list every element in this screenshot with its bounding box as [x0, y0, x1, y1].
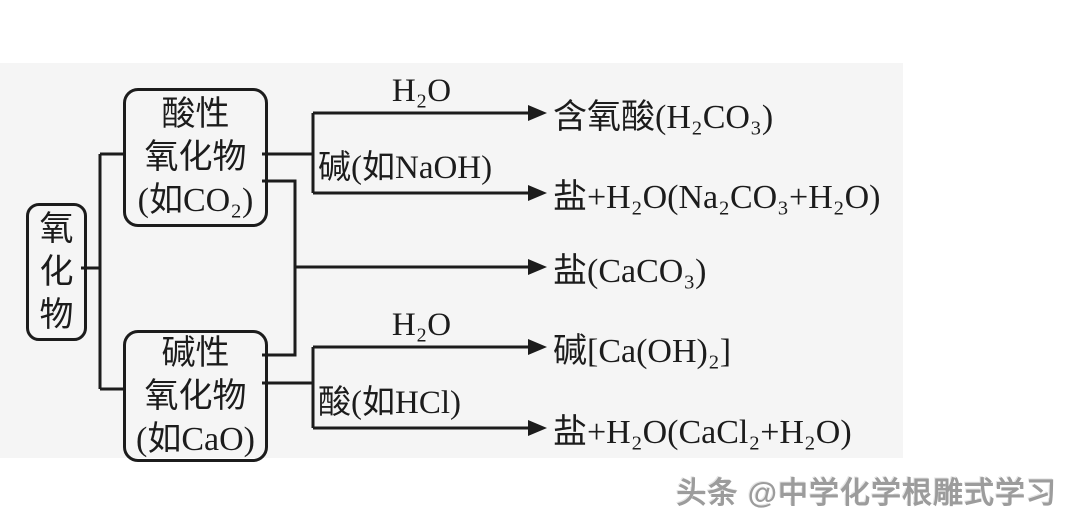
node-acidic-oxide-line: 酸性	[161, 96, 230, 133]
node-basic-oxide-line: 氧化物	[144, 377, 247, 415]
node-basic-oxide: 碱性 氧化物 (如CaO)	[123, 330, 268, 462]
reagent-label-naoh: 碱(如NaOH)	[318, 150, 493, 186]
arrowhead-icon	[528, 339, 547, 355]
diagram-panel	[0, 63, 903, 458]
node-acidic-oxide: 酸性 氧化物 (如CO₂)	[123, 88, 268, 227]
reagent-label-water-top: H₂O	[391, 73, 452, 109]
product-label-salt-caco3: 盐(CaCO₃)	[553, 252, 707, 290]
product-label-oxyacid: 含氧酸(H₂CO₃)	[553, 98, 774, 136]
arrowhead-icon	[528, 105, 547, 121]
product-label-salt-water-na2co3: 盐+H₂O(Na₂CO₃+H₂O)	[553, 178, 881, 216]
node-basic-oxide-line: 碱性	[161, 334, 230, 372]
node-oxide-char: 化	[39, 253, 74, 291]
reagent-label-water-bottom: H₂O	[391, 307, 452, 343]
arrowheads	[528, 105, 547, 436]
branch-lines	[81, 111, 530, 430]
node-oxide: 氧 化 物	[26, 203, 87, 341]
arrowhead-icon	[528, 259, 547, 275]
node-acidic-oxide-line: 氧化物	[144, 139, 247, 176]
node-basic-oxide-line: (如CaO)	[136, 420, 255, 458]
arrowhead-icon	[528, 420, 547, 436]
node-oxide-char: 物	[39, 296, 74, 334]
reagent-label-hcl: 酸(如HCl)	[318, 385, 461, 421]
node-oxide-char: 氧	[39, 210, 74, 248]
node-acidic-oxide-line: (如CO₂)	[137, 182, 254, 219]
watermark-text: 头条 @中学化学根雕式学习	[676, 477, 1057, 510]
product-label-base-caoh2: 碱[Ca(OH)₂]	[553, 332, 732, 370]
product-label-salt-water-cacl2: 盐+H₂O(CaCl₂+H₂O)	[553, 413, 852, 451]
arrowhead-icon	[528, 185, 547, 201]
